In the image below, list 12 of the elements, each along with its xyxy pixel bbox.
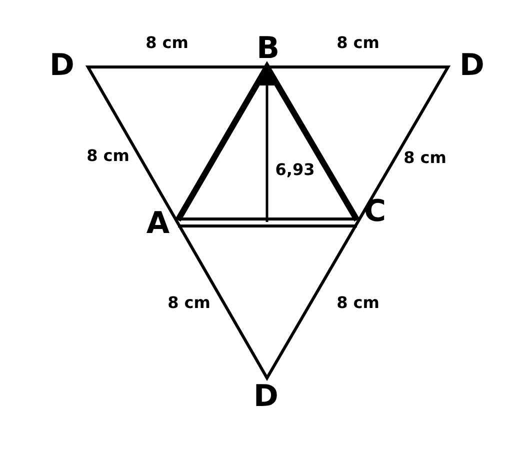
vertex-label: D <box>50 51 74 81</box>
dimension-label: 8 cm <box>336 295 380 311</box>
dimension-label: 8 cm <box>404 150 446 166</box>
dimension-label: 6,93 <box>275 162 315 178</box>
vertex-label: D <box>254 382 278 412</box>
vertex-label: B <box>256 34 280 64</box>
vertex-label: D <box>460 51 484 81</box>
vertex-label: A <box>146 209 170 239</box>
dimension-label: 8 cm <box>336 35 380 51</box>
dimension-label: 8 cm <box>146 35 188 51</box>
dimension-label: 8 cm <box>86 148 130 164</box>
dimension-label: 8 cm <box>168 295 210 311</box>
